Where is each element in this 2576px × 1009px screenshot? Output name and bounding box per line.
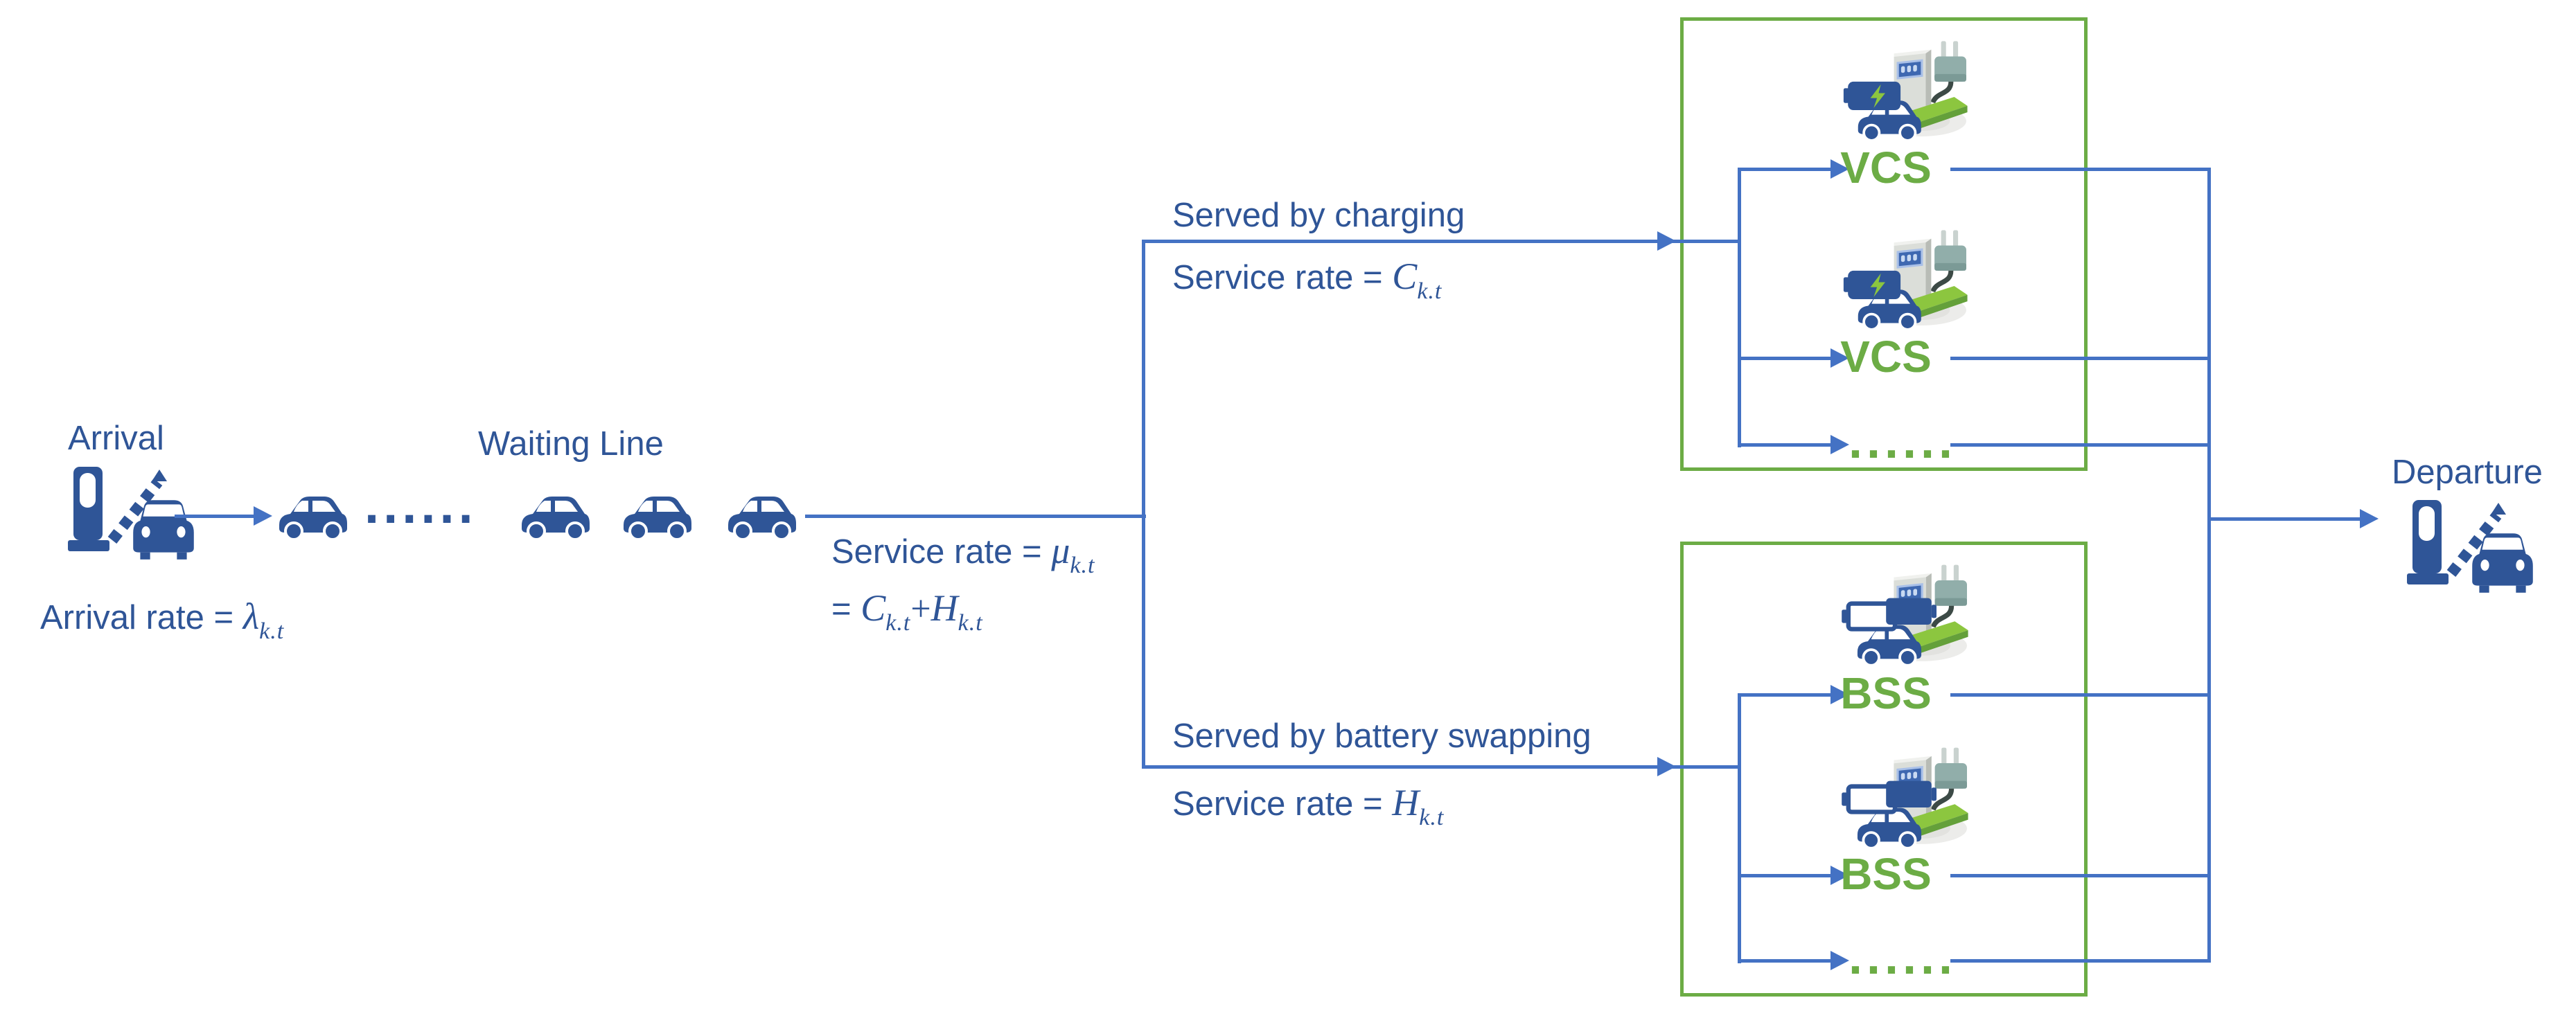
arrival-arrow-line bbox=[175, 515, 256, 518]
charging-branch-line bbox=[1143, 240, 1740, 243]
h-symbol: H bbox=[1392, 782, 1420, 823]
vcs-more-ellipsis: ...... bbox=[1849, 413, 1957, 469]
queue-to-split-line bbox=[805, 515, 1146, 518]
bss-row-out-line bbox=[1950, 959, 2211, 963]
mu-symbol: μ bbox=[1051, 530, 1070, 571]
vcs-row-arrow-line bbox=[1740, 443, 1830, 447]
served-by-charging-label: Served by charging bbox=[1172, 197, 1465, 234]
vcs-row-label: VCS bbox=[1840, 332, 1932, 382]
vcs-row-arrow-line bbox=[1740, 168, 1830, 171]
service-rate-prefix: Service rate = bbox=[831, 533, 1052, 571]
bss-row-out-line bbox=[1950, 874, 2211, 877]
arrival-label: Arrival bbox=[68, 420, 164, 457]
vcs-row-arrowhead bbox=[1830, 348, 1849, 368]
charging-service-rate-label: Service rate = Ck.t bbox=[1172, 254, 1442, 306]
arrival-rate-label: Arrival rate = λk.t bbox=[40, 594, 284, 646]
queue-car-icon bbox=[517, 490, 594, 546]
plus-sign: + bbox=[910, 589, 931, 629]
served-by-swapping-label: Served by battery swapping bbox=[1172, 717, 1591, 755]
vcs-row-arrow-line bbox=[1740, 357, 1830, 360]
arrival-rate-prefix: Arrival rate = bbox=[40, 599, 243, 636]
departure-collector-line bbox=[2207, 168, 2211, 962]
bss-more-ellipsis: ...... bbox=[1849, 929, 1957, 985]
queue-ellipsis: ...... bbox=[364, 476, 477, 535]
queue-car-icon bbox=[723, 490, 801, 546]
c-subscript: k.t bbox=[885, 610, 911, 636]
equals-sign: = bbox=[831, 591, 861, 628]
vcs-row-out-line bbox=[1950, 443, 2211, 447]
vcs-row-out-line bbox=[1950, 357, 2211, 360]
bss-row-label: BSS bbox=[1840, 849, 1932, 899]
departure-arrow-line bbox=[2209, 517, 2360, 521]
h-subscript: k.t bbox=[958, 610, 983, 636]
split-trunk-line bbox=[1142, 240, 1145, 769]
charging-stations-box bbox=[1680, 17, 2088, 471]
service-rate-prefix: Service rate = bbox=[1172, 785, 1393, 823]
bss-station-icon bbox=[1812, 735, 2000, 855]
bss-row-arrowhead bbox=[1830, 951, 1849, 970]
queue-car-icon bbox=[619, 490, 696, 546]
c-symbol: C bbox=[1392, 256, 1418, 297]
swapping-branch-line bbox=[1143, 765, 1740, 769]
bss-row-label: BSS bbox=[1840, 668, 1932, 718]
h-symbol: H bbox=[930, 587, 958, 629]
bss-row-arrow-line bbox=[1740, 874, 1830, 877]
vcs-station-icon bbox=[1812, 218, 2000, 336]
bss-row-arrow-line bbox=[1740, 959, 1830, 963]
bss-row-arrowhead bbox=[1830, 685, 1849, 704]
total-service-rate-line1: Service rate = μk.t bbox=[831, 528, 1095, 580]
waiting-line-label: Waiting Line bbox=[478, 425, 664, 463]
vcs-row-out-line bbox=[1950, 168, 2211, 171]
swapping-stations-box bbox=[1680, 542, 2088, 997]
vcs-distribution-line bbox=[1738, 168, 1741, 447]
departure-gate-icon bbox=[2403, 496, 2548, 600]
bss-station-icon bbox=[1812, 553, 2000, 672]
departure-label: Departure bbox=[2392, 454, 2543, 491]
c-symbol: C bbox=[861, 587, 886, 629]
vcs-row-arrowhead bbox=[1830, 435, 1849, 454]
service-rate-prefix: Service rate = bbox=[1172, 259, 1393, 296]
arrival-arrowhead bbox=[254, 506, 272, 526]
vcs-row-arrowhead bbox=[1830, 159, 1849, 179]
mu-subscript: k.t bbox=[1070, 553, 1095, 578]
bss-row-arrow-line bbox=[1740, 693, 1830, 697]
charging-branch-arrowhead bbox=[1657, 231, 1676, 251]
lambda-symbol: λ bbox=[242, 596, 260, 637]
queue-car-icon bbox=[274, 490, 352, 546]
h-subscript: k.t bbox=[1419, 805, 1445, 830]
swapping-service-rate-label: Service rate = Hk.t bbox=[1172, 780, 1444, 832]
swapping-branch-arrowhead bbox=[1657, 757, 1676, 776]
bss-row-arrowhead bbox=[1830, 866, 1849, 885]
vcs-station-icon bbox=[1812, 29, 2000, 147]
bss-row-out-line bbox=[1950, 693, 2211, 697]
c-subscript: k.t bbox=[1417, 278, 1443, 304]
total-service-rate-line2: = Ck.t+Hk.t bbox=[831, 586, 983, 638]
departure-arrowhead bbox=[2360, 509, 2379, 528]
vcs-row-label: VCS bbox=[1840, 143, 1932, 193]
lambda-subscript: k.t bbox=[259, 618, 285, 644]
bss-distribution-line bbox=[1738, 693, 1741, 963]
